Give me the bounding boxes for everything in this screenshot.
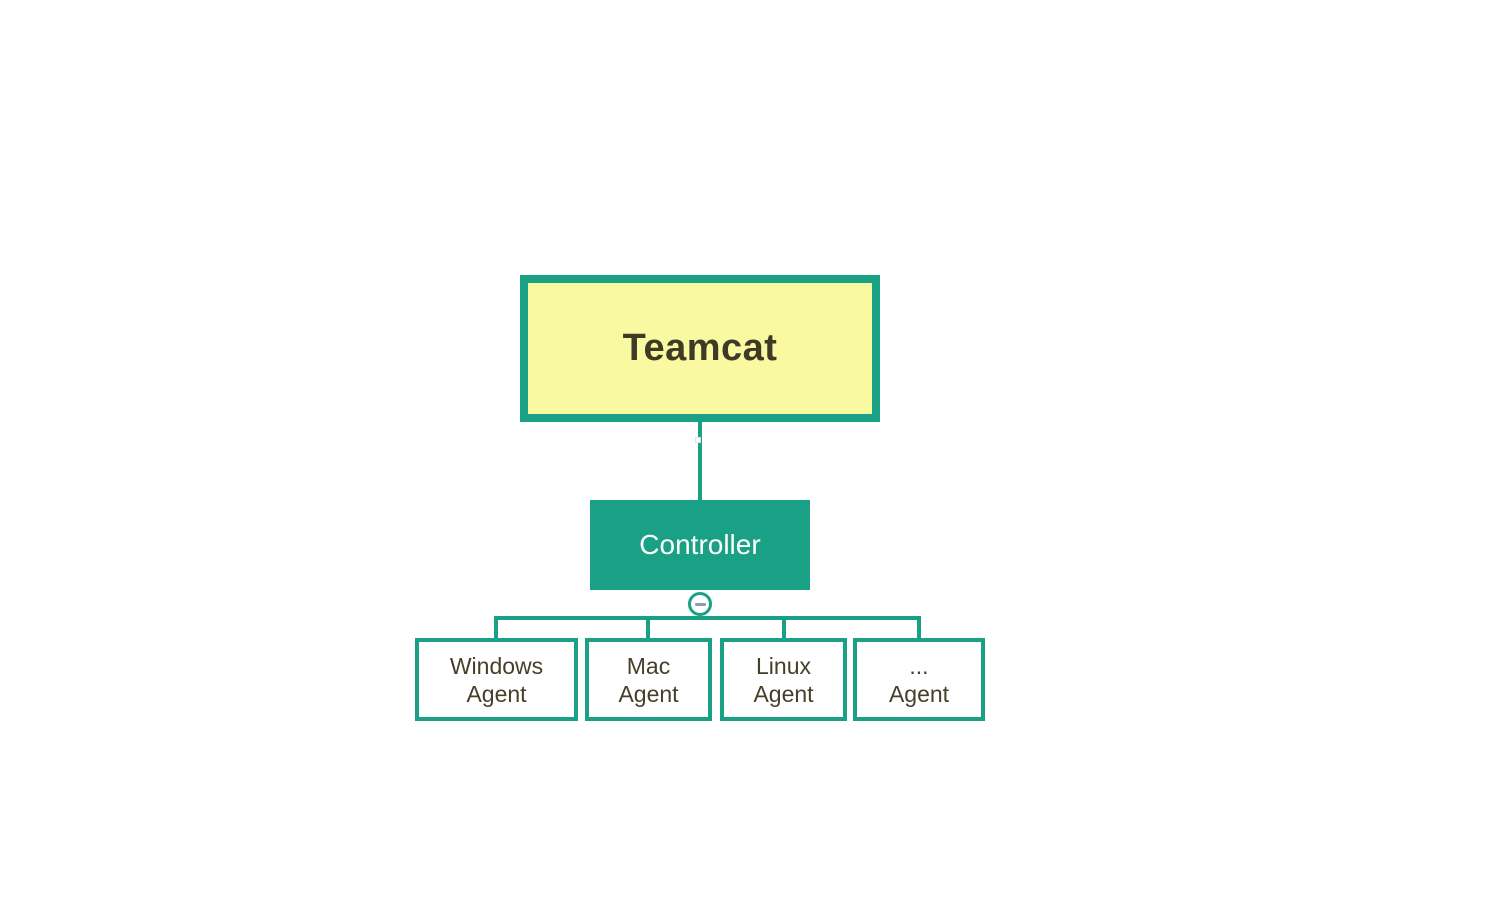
node-controller-label: Controller xyxy=(639,529,761,560)
node-windows-agent[interactable]: Windows Agent xyxy=(415,638,578,721)
node-mac-agent-label-line2: Agent xyxy=(618,680,679,707)
edge-anchor-dot xyxy=(695,437,701,443)
node-windows-agent-label-line2: Agent xyxy=(466,680,527,707)
node-linux-agent-label-line2: Agent xyxy=(753,680,814,707)
collapse-toggle-button[interactable] xyxy=(688,592,712,616)
edge-stub-other-agent xyxy=(917,616,921,641)
node-other-agent[interactable]: ... Agent xyxy=(853,638,985,721)
node-windows-agent-label-line1: Windows xyxy=(449,652,544,679)
edge-stub-windows-agent xyxy=(494,616,498,641)
edge-teamcat-to-controller xyxy=(698,422,702,501)
node-mac-agent[interactable]: Mac Agent xyxy=(585,638,712,721)
node-mac-agent-label-line1: Mac xyxy=(626,652,671,679)
minus-icon xyxy=(694,602,706,606)
node-controller[interactable]: Controller xyxy=(590,500,810,590)
edge-controller-bus xyxy=(494,616,921,620)
node-teamcat-label: Teamcat xyxy=(622,327,778,369)
edge-stub-linux-agent xyxy=(782,616,786,641)
node-linux-agent[interactable]: Linux Agent xyxy=(720,638,847,721)
node-other-agent-label-line2: Agent xyxy=(888,680,950,707)
node-linux-agent-label-line1: Linux xyxy=(756,652,811,679)
node-other-agent-label-line1: ... xyxy=(909,652,929,679)
edge-stub-mac-agent xyxy=(646,616,650,641)
node-teamcat[interactable]: Teamcat xyxy=(520,275,880,422)
